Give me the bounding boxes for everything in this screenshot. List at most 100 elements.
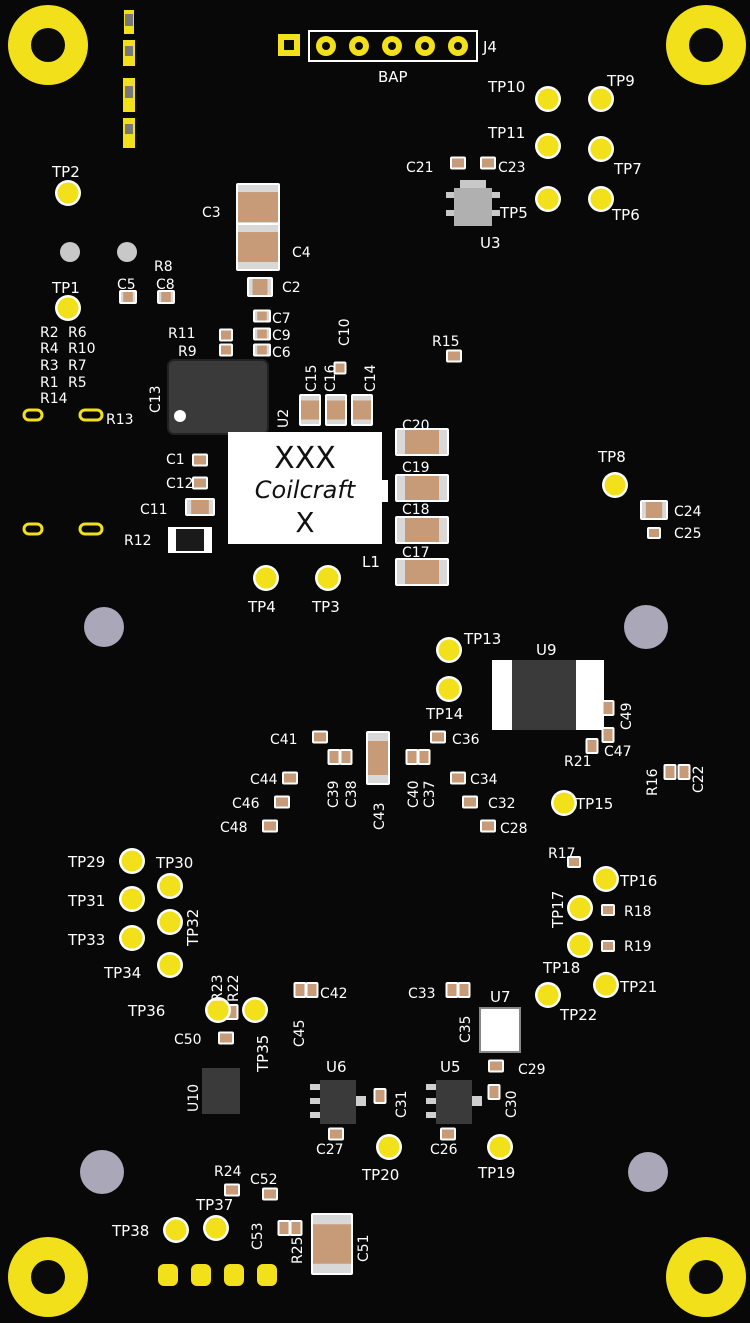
svg-text:U2: U2: [276, 409, 292, 428]
smd-component: [253, 309, 271, 323]
silk-label-r18: R18: [624, 904, 652, 920]
silk-label-c24: C24: [674, 504, 702, 520]
silk-label-c23: C23: [498, 160, 526, 176]
silk-label-tp30: TP30: [155, 854, 193, 872]
npth-hole: [60, 242, 80, 262]
silk-label-c44: C44: [250, 772, 278, 788]
smd-component: [462, 795, 478, 809]
silk-label-r25: R25: [290, 1236, 306, 1264]
test-point-tp15: [551, 790, 577, 816]
smd-component: [325, 394, 347, 426]
slot-pads: [22, 408, 104, 536]
smd-component: [262, 1187, 278, 1201]
smd-component: [457, 982, 471, 998]
silk-label-tp15: TP15: [575, 795, 613, 813]
silk-label-c53: C53: [250, 1222, 266, 1250]
silk-label-r11: R11: [168, 326, 196, 342]
smd-component: [339, 749, 353, 765]
silk-label-c28: C28: [500, 821, 528, 837]
silk-label-r7: R7: [68, 358, 87, 374]
smd-component: [395, 428, 449, 456]
silk-label-c7: C7: [272, 311, 291, 327]
svg-text:U7: U7: [490, 988, 511, 1006]
silk-label-tp20: TP20: [361, 1166, 399, 1184]
smd-component: [192, 453, 208, 467]
smd-component: [293, 982, 307, 998]
silk-label-c37: C37: [422, 780, 438, 808]
silk-label-r5: R5: [68, 375, 87, 391]
test-point-tp32: [157, 909, 183, 935]
test-point-tp7: [588, 136, 614, 162]
silk-label-r14: R14: [40, 391, 68, 407]
smd-component: [677, 764, 691, 780]
silk-label-c16: C16: [323, 364, 339, 392]
silk-label-c49: C49: [619, 702, 635, 730]
silk-label-c29: C29: [518, 1062, 546, 1078]
silk-label-tp5: TP5: [499, 204, 528, 222]
smd-component: [373, 1088, 387, 1104]
silk-label-r22: R22: [226, 974, 242, 1002]
silk-label-tp10: TP10: [487, 78, 525, 96]
ic-u3: U3: [446, 180, 501, 252]
silk-label-c25: C25: [674, 526, 702, 542]
smd-component: [185, 498, 215, 516]
silk-label-tp31: TP31: [67, 892, 105, 910]
smd-component: [253, 343, 271, 357]
silk-label-c10: C10: [337, 318, 353, 346]
silk-label-tp17: TP17: [549, 891, 567, 929]
smd-component: [445, 982, 459, 998]
smd-component: [405, 749, 419, 765]
smd-component: [328, 1127, 344, 1141]
svg-text:U3: U3: [480, 234, 501, 252]
test-point-tp10: [535, 86, 561, 112]
silk-label-c47: C47: [604, 744, 632, 760]
smd-component: [311, 1213, 353, 1275]
silk-label-c3: C3: [202, 205, 221, 221]
smd-component: [480, 819, 496, 833]
connector-pin: [382, 36, 402, 56]
silk-label-r12: R12: [124, 533, 152, 549]
silk-label-c2: C2: [282, 280, 301, 296]
silk-label-c31: C31: [394, 1090, 410, 1118]
test-point-tp34: [157, 952, 183, 978]
smd-component: [277, 1220, 291, 1236]
silk-label-c38: C38: [344, 780, 360, 808]
silk-label-r3: R3: [40, 358, 59, 374]
ic-u2: U2: [167, 359, 292, 435]
npth-hole: [117, 242, 137, 262]
silk-label-tp29: TP29: [67, 853, 105, 871]
test-point-tp29: [119, 848, 145, 874]
smd-component: [253, 327, 271, 341]
smd-component: [417, 749, 431, 765]
test-points-layer: [55, 86, 628, 1243]
test-point-tp16: [593, 866, 619, 892]
connector-net-label: BAP: [378, 68, 408, 86]
silk-label-tp4: TP4: [247, 598, 276, 616]
components-layer: [119, 156, 691, 1275]
smd-component: [395, 474, 449, 502]
inductor-l1: XXX Coilcraft X L1: [228, 432, 388, 571]
smd-component: [450, 156, 466, 170]
smd-component: [236, 223, 280, 271]
test-point-tp14: [436, 676, 462, 702]
silk-label-tp13: TP13: [463, 630, 501, 648]
mounting-hole-top-left: [8, 5, 88, 85]
smd-component: [327, 749, 341, 765]
silk-label-c48: C48: [220, 820, 248, 836]
smd-component: [585, 738, 599, 754]
silk-label-c19: C19: [402, 460, 430, 476]
silk-label-c8: C8: [156, 277, 175, 293]
test-point-tp1: [55, 295, 81, 321]
silk-label-c50: C50: [174, 1032, 202, 1048]
inductor-line2: Coilcraft: [255, 476, 357, 504]
silk-label-c39: C39: [326, 780, 342, 808]
silk-label-c51: C51: [356, 1234, 372, 1262]
test-point-tp18: [567, 932, 593, 958]
inductor-ref: L1: [362, 553, 380, 571]
silk-label-c18: C18: [402, 502, 430, 518]
smd-component: [647, 527, 661, 539]
test-point-tp30: [157, 873, 183, 899]
